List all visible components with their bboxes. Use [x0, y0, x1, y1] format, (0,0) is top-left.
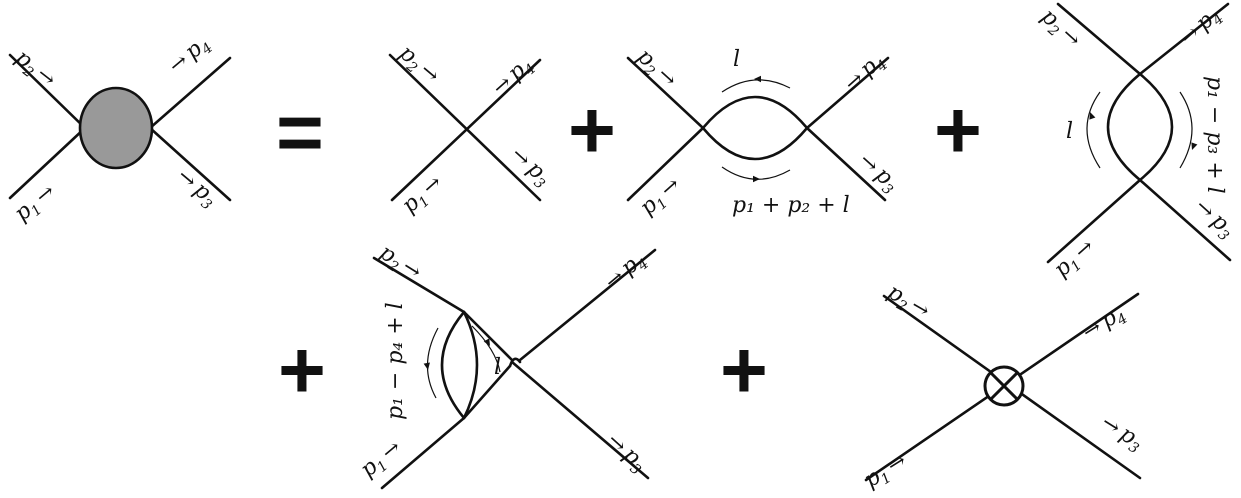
vertex-blob	[78, 86, 154, 170]
svg-text:p1→: p1→	[397, 170, 449, 221]
u-channel-loop-diagram: l p₁ − p₄ + l p2→ p1→ →p4 →p3	[356, 240, 657, 490]
plus-sign: +	[568, 85, 616, 176]
plus-sign: +	[934, 85, 982, 176]
momentum-label-p2: p2→	[373, 240, 426, 287]
svg-text:p2→: p2→	[373, 240, 426, 287]
equals-sign: =	[276, 87, 324, 178]
s-channel-loop-diagram: l p₁ + p₂ + l p2→ p1→ →p4 →p3	[626, 44, 904, 223]
momentum-label-p3: →p3	[600, 428, 652, 479]
loop-flow-arrow-left	[1086, 91, 1101, 169]
svg-text:→p4: →p4	[1078, 300, 1131, 347]
leg-p1-internal	[462, 364, 512, 420]
leg-p1	[8, 126, 87, 200]
svg-text:p2→: p2→	[630, 44, 682, 95]
leg-p2	[1056, 2, 1142, 76]
leg-p2-internal	[462, 310, 514, 362]
leg-p3	[805, 126, 887, 202]
line-crossing-hop	[508, 357, 522, 368]
loop-momentum-label: l	[733, 47, 740, 72]
leg-p1	[626, 126, 705, 202]
svg-text:p1→: p1→	[10, 179, 62, 229]
loop-propagator-left	[440, 310, 466, 420]
momentum-label-p1: p1→	[635, 172, 687, 223]
svg-text:→p3: →p3	[600, 428, 652, 479]
loop-flow-arrow-upper	[721, 79, 791, 93]
u-channel-loop-momentum: p₁ − p₄ + l	[383, 302, 408, 420]
svg-text:→p3: →p3	[1188, 194, 1240, 245]
momentum-label-p1: p1→	[860, 448, 913, 495]
momentum-label-p3: →p3	[1188, 194, 1240, 245]
leg-p1	[380, 416, 466, 490]
momentum-label-p4: →p4	[839, 48, 891, 99]
leg-p2	[372, 256, 466, 314]
leg-p3	[148, 126, 232, 202]
plus-sign: +	[278, 325, 326, 416]
momentum-label-p1: p1→	[397, 170, 449, 221]
leg-p4	[148, 56, 232, 130]
leg-p2	[626, 56, 705, 130]
leg-p2-p3	[388, 53, 542, 202]
leg-p1	[1046, 178, 1142, 264]
momentum-label-p3: →p3	[852, 148, 904, 199]
svg-text:→p3: →p3	[170, 163, 222, 213]
momentum-label-p2: p2→	[882, 280, 935, 327]
momentum-label-p3: →p3	[504, 142, 556, 193]
leg-p4	[1138, 2, 1230, 76]
leg-p2	[8, 53, 87, 130]
loop-momentum-label: l	[494, 355, 501, 380]
tree-vertex-diagram: p2→ p1→ →p4 →p3	[388, 40, 556, 221]
leg-p1-p4	[390, 58, 542, 202]
plus-sign: +	[720, 325, 768, 416]
leg-p3	[510, 360, 650, 480]
otimes-icon	[983, 365, 1025, 407]
loop-momentum-label: l	[1066, 119, 1073, 144]
svg-text:→p4: →p4	[839, 48, 891, 99]
leg-p4	[805, 56, 890, 130]
momentum-label-p3: →p3	[170, 163, 222, 213]
svg-text:p1→: p1→	[356, 435, 408, 485]
loop-propagator-right	[462, 310, 479, 420]
t-channel-loop-diagram: l p₁ − p₃ + l p2→ p1→ →p4 →p3	[1034, 2, 1240, 285]
svg-text:→p3: →p3	[852, 148, 904, 199]
loop-flow-arrow-right	[1179, 91, 1193, 169]
svg-text:p2→: p2→	[8, 45, 60, 95]
momentum-label-p1: p1→	[356, 435, 408, 485]
s-channel-loop-momentum: p₁ + p₂ + l	[732, 193, 850, 218]
svg-text:→p4: →p4	[487, 52, 539, 103]
momentum-label-p1: p1→	[1049, 234, 1101, 285]
momentum-label-p2: p2→	[630, 44, 682, 95]
momentum-label-p4: →p4	[1078, 300, 1131, 347]
svg-text:→p3: →p3	[504, 142, 556, 193]
loop-propagator-left	[1106, 72, 1142, 182]
momentum-label-p1: p1→	[10, 179, 62, 229]
t-channel-loop-momentum: p₁ − p₃ + l	[1202, 76, 1227, 194]
loop-propagator-right	[1138, 72, 1174, 182]
svg-text:p1→: p1→	[1049, 234, 1101, 285]
svg-text:p2→: p2→	[1034, 4, 1086, 55]
momentum-label-p2: p2→	[8, 45, 61, 95]
leg-p3	[1138, 178, 1232, 262]
full-vertex-diagram: p2→ p1→ →p4 →p3	[8, 31, 232, 229]
momentum-label-p4: →p4	[487, 52, 539, 103]
counterterm-diagram: p2→ p1→ →p4 →p3	[860, 280, 1142, 495]
svg-text:p1→: p1→	[635, 172, 687, 223]
svg-text:→p4: →p4	[164, 31, 216, 81]
loop-propagator-lower	[701, 126, 809, 161]
loop-propagator-upper	[701, 95, 809, 130]
loop-flow-arrow-inner	[471, 325, 501, 373]
leg-p4	[518, 248, 657, 362]
svg-text:p1→: p1→	[860, 448, 913, 495]
svg-text:p2→: p2→	[882, 280, 935, 327]
momentum-label-p2: p2→	[1034, 4, 1086, 55]
momentum-label-p4: →p4	[164, 31, 216, 81]
